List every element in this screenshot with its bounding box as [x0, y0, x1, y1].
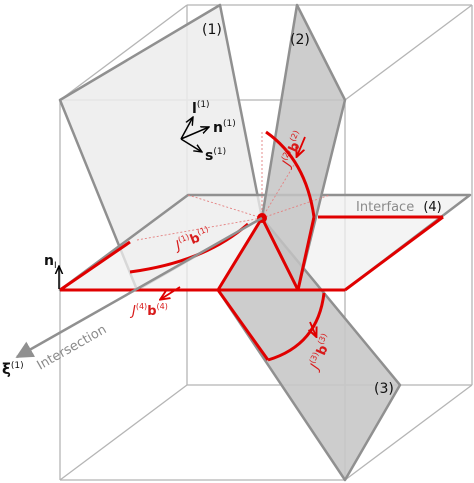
j3-jsup: (3)	[308, 351, 321, 365]
plane-4-label: (4)	[423, 200, 441, 215]
hidden-construction-lines	[136, 130, 331, 241]
j4-J: J	[129, 304, 136, 319]
arrow-b3	[310, 321, 316, 336]
burgers-4-label: J(4)b(4)	[129, 302, 168, 319]
j2-jsup: (2)	[280, 148, 293, 162]
arrow-b4	[161, 286, 181, 299]
l1-arrow	[180, 117, 193, 140]
j4-jsup: (4)	[136, 302, 147, 311]
j4-b: b	[147, 304, 156, 319]
l1-sup: (1)	[197, 100, 210, 110]
s1-base: s	[205, 148, 213, 164]
j4-bsup: (4)	[157, 302, 168, 311]
n1-arrow	[180, 127, 209, 140]
local-frame-axes	[59, 117, 209, 289]
j1-jsup: (1)	[177, 232, 191, 245]
n1-base: n	[213, 120, 223, 136]
l1-base: l	[192, 101, 197, 117]
plane-2-label: (2)	[290, 32, 310, 48]
burgers-arrows	[161, 136, 316, 336]
nI-base: n	[44, 253, 54, 269]
l1-label: l(1)	[192, 100, 210, 117]
xi1-base: ξ	[2, 360, 11, 378]
red-interface-traces	[59, 215, 444, 361]
j2-bsup: (2)	[288, 129, 301, 143]
xi1-sup: (1)	[11, 361, 24, 371]
n1-label: n(1)	[213, 119, 236, 136]
nI-label: nI	[44, 253, 57, 271]
arrow-b2	[297, 136, 306, 156]
j3-bsup: (3)	[316, 332, 329, 346]
intersection-label: Intersection	[35, 322, 110, 373]
arc-2	[265, 130, 316, 218]
xi1-label: ξ(1)	[2, 360, 24, 378]
n1-sup: (1)	[223, 119, 236, 129]
s1-sup: (1)	[213, 147, 226, 157]
intersection-arrow	[15, 216, 263, 359]
nI-sub: I	[54, 261, 57, 271]
interface-label: Interface (4)	[356, 200, 442, 215]
plane-1-label: (1)	[202, 22, 222, 38]
s1-arrow	[180, 138, 202, 152]
interface-word: Interface	[356, 200, 414, 215]
arc-3	[267, 292, 326, 362]
s1-label: s(1)	[205, 147, 226, 164]
j1-bsup: (1)	[196, 225, 210, 238]
plane-3-label: (3)	[374, 381, 394, 397]
